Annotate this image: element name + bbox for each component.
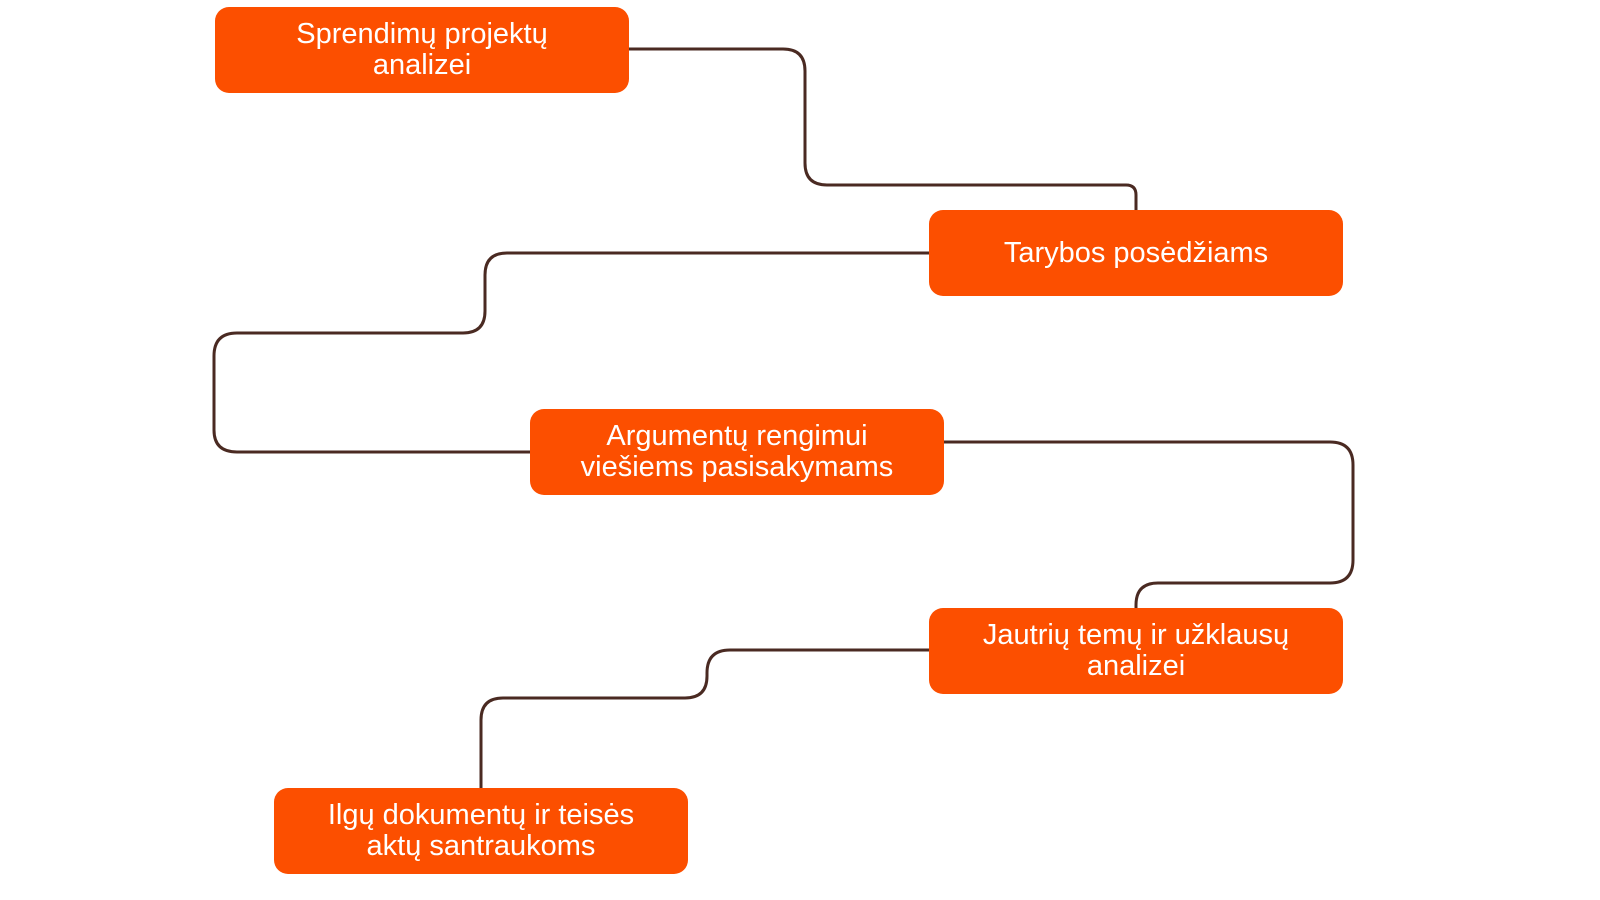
connector-2-3 <box>212 251 929 454</box>
node-label: Jautrių temų ir užklausų analizei <box>982 619 1290 682</box>
node-jautriu-temu: Jautrių temų ir užklausų analizei <box>929 608 1343 694</box>
connector-1-2 <box>629 47 1138 210</box>
node-sprendimu-projektu: Sprendimų projektų analizei <box>215 7 629 93</box>
node-label: Sprendimų projektų analizei <box>296 18 548 81</box>
connector-4-5 <box>479 648 929 788</box>
node-label: Tarybos posėdžiams <box>1003 236 1269 269</box>
node-label: Argumentų rengimui viešiems pasisakymams <box>580 420 894 483</box>
node-ilgu-dokumentu: Ilgų dokumentų ir teisės aktų santraukom… <box>274 788 688 874</box>
node-label: Ilgų dokumentų ir teisės aktų santraukom… <box>327 799 635 862</box>
node-argumentu-rengimui: Argumentų rengimui viešiems pasisakymams <box>530 409 944 495</box>
node-tarybos-posedziams: Tarybos posėdžiams <box>929 210 1343 296</box>
connector-3-4 <box>944 440 1355 608</box>
